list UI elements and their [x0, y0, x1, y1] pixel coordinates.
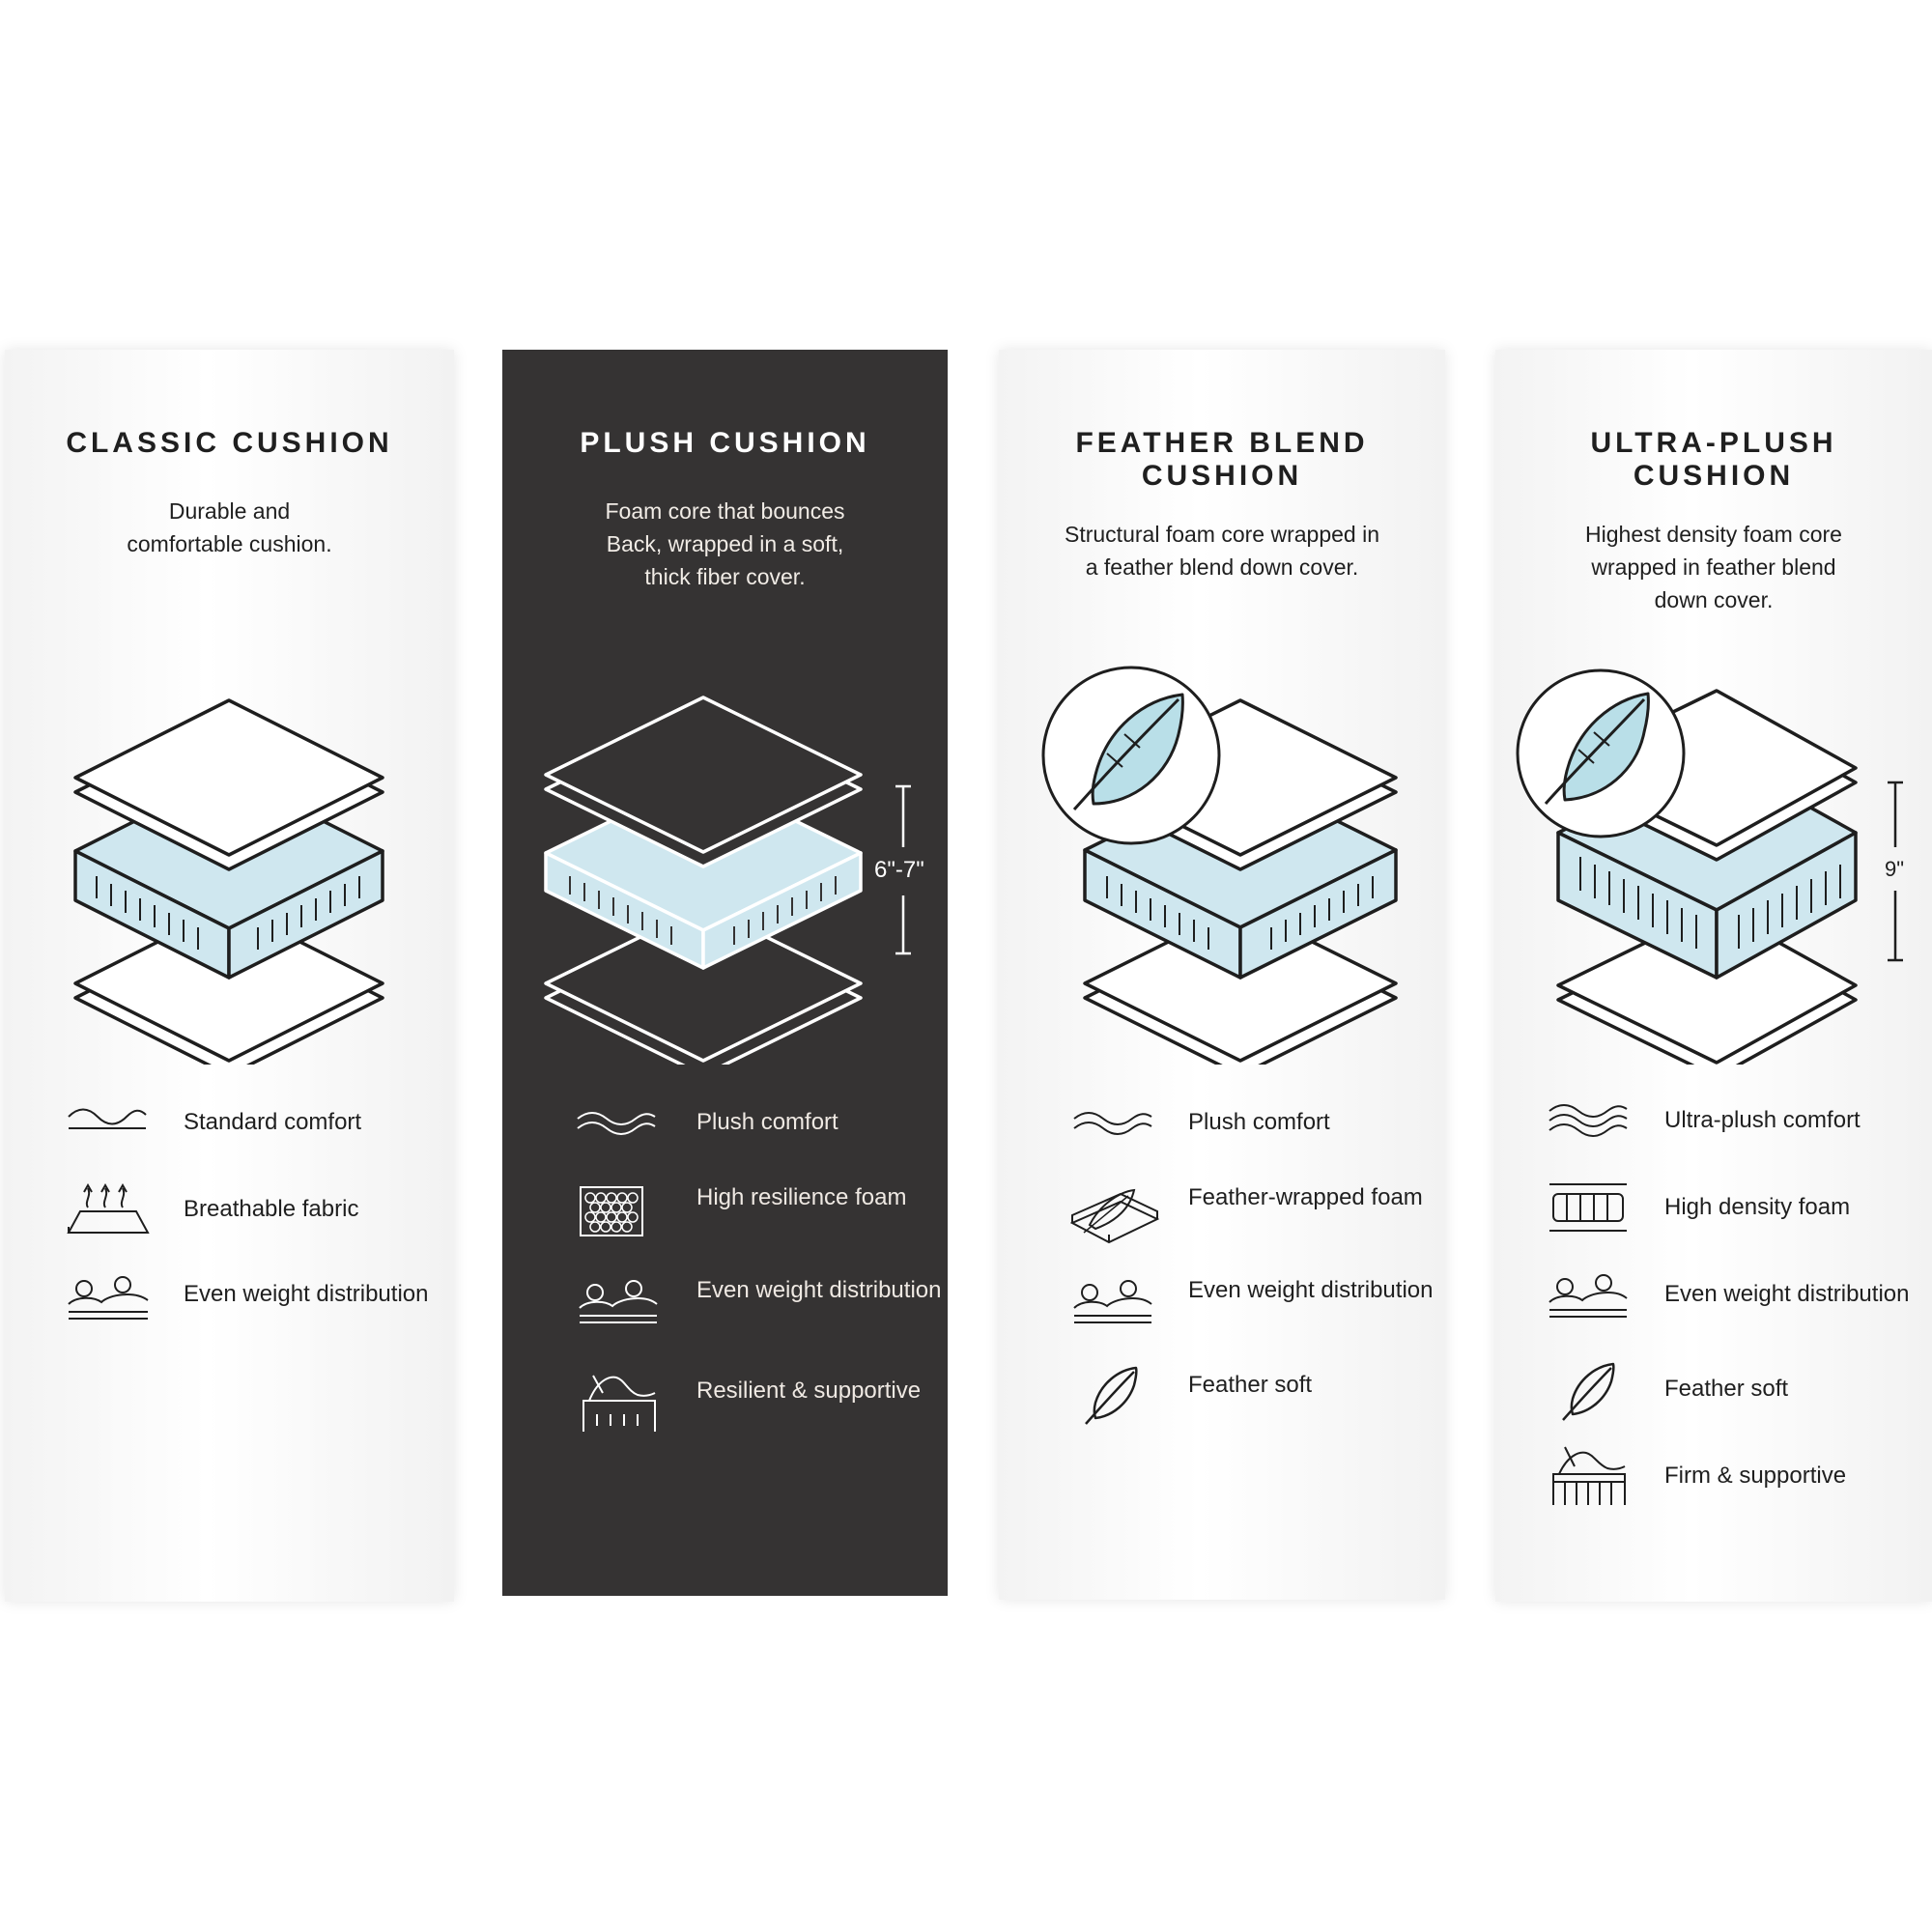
feature-label: Breathable fabric — [184, 1196, 359, 1222]
feature-label: Feather soft — [1664, 1376, 1789, 1402]
feature-label: Firm & supportive — [1664, 1463, 1847, 1489]
weight-distribution-icon — [1073, 1280, 1152, 1323]
feather-blend-cushion-card: FEATHER BLEND CUSHION Structural foam co… — [999, 350, 1445, 1600]
card-title: FEATHER BLEND CUSHION — [1075, 427, 1369, 492]
plush-cushion-card: PLUSH CUSHION Foam core that bounces Bac… — [502, 350, 948, 1596]
cushion-layers-illustration — [73, 698, 384, 1065]
feature-label: Ultra-plush comfort — [1664, 1107, 1861, 1133]
wave-icon — [1073, 1112, 1152, 1135]
feature-label: Feather soft — [1188, 1372, 1313, 1398]
feather-icon — [1562, 1362, 1615, 1421]
feather-badge — [1516, 668, 1686, 838]
feature-label: Plush comfort — [1188, 1109, 1330, 1135]
card-description: Foam core that bounces Back, wrapped in … — [605, 498, 845, 589]
breathable-fabric-icon — [67, 1182, 150, 1234]
wave-icon — [577, 1112, 656, 1135]
honeycomb-foam-icon — [580, 1186, 643, 1236]
classic-cushion-card: CLASSIC CUSHION Durable and comfortable … — [5, 350, 454, 1602]
spring-support-icon — [582, 1375, 656, 1432]
firm-support-icon — [1552, 1446, 1626, 1505]
card-description: Highest density foam core wrapped in fea… — [1585, 522, 1842, 612]
cushion-layers-illustration — [544, 696, 911, 1065]
card-title: ULTRA-PLUSH CUSHION — [1590, 427, 1837, 492]
dimension-label: 6"-7" — [874, 857, 924, 883]
cushion-layers-illustration — [1041, 666, 1398, 1065]
feature-label: Standard comfort — [184, 1109, 362, 1135]
ultra-plush-cushion-card: ULTRA-PLUSH CUSHION Highest density foam… — [1495, 350, 1932, 1602]
feature-label: Even weight distribution — [696, 1277, 942, 1303]
feather-icon — [1085, 1366, 1138, 1425]
feature-label: Feather-wrapped foam — [1188, 1184, 1423, 1210]
dimension-label: 9" — [1885, 857, 1905, 881]
card-title: PLUSH CUSHION — [580, 427, 870, 459]
feature-label: Plush comfort — [696, 1109, 838, 1135]
weight-distribution-icon — [1548, 1274, 1628, 1318]
card-description: Structural foam core wrapped in a feathe… — [1065, 522, 1379, 580]
feature-label: Resilient & supportive — [696, 1378, 922, 1404]
weight-distribution-icon — [579, 1280, 658, 1323]
wave-icon — [1548, 1104, 1628, 1137]
feather-badge — [1041, 666, 1221, 845]
feature-label: High density foam — [1664, 1194, 1851, 1220]
weight-distribution-icon — [68, 1276, 149, 1320]
high-density-foam-icon — [1549, 1183, 1627, 1232]
feature-label: Even weight distribution — [184, 1281, 429, 1307]
card-description: Durable and comfortable cushion. — [127, 498, 332, 556]
card-title: CLASSIC CUSHION — [66, 427, 393, 459]
cushion-layers-illustration — [1516, 668, 1903, 1065]
wave-icon — [68, 1108, 147, 1129]
feather-wrapped-foam-icon — [1070, 1188, 1159, 1244]
feature-label: Even weight distribution — [1188, 1277, 1434, 1303]
feature-label: High resilience foam — [696, 1184, 907, 1210]
feature-label: Even weight distribution — [1664, 1281, 1910, 1307]
